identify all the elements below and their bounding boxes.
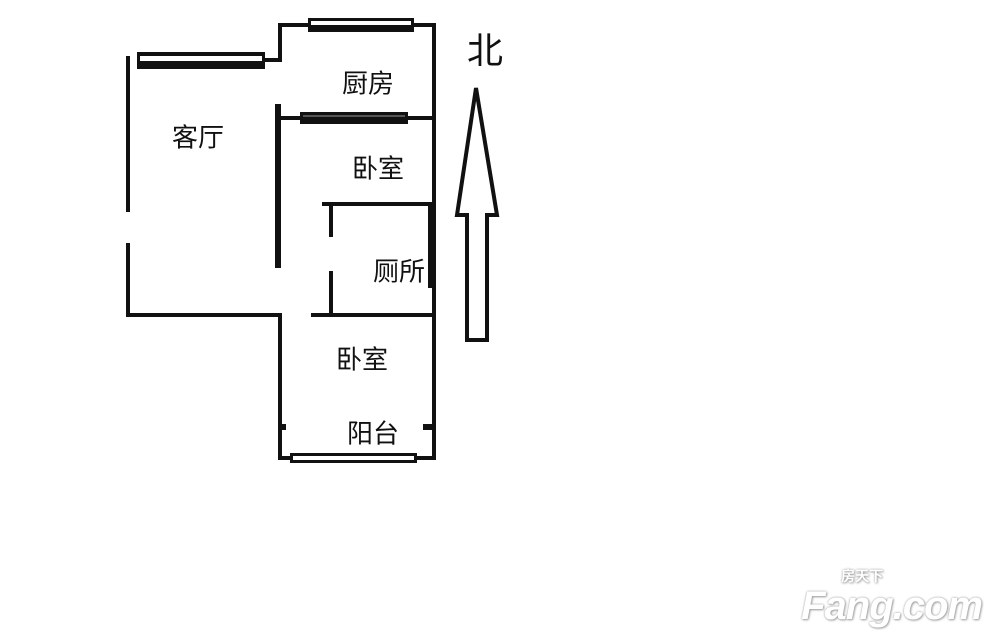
room-label-bedroom-south: 卧室 — [335, 345, 389, 376]
watermark-brand-cn: 房天下 — [841, 569, 884, 585]
room-label-kitchen: 厨房 — [341, 69, 395, 100]
room-label-balcony: 阳台 — [346, 419, 400, 450]
watermark-brand: Fang.com — [801, 584, 983, 628]
balcony-mark-left — [280, 424, 286, 430]
balcony-mark-right — [423, 424, 434, 430]
room-label-living-room: 客厅 — [171, 123, 225, 154]
window-kitchen-bedroom — [300, 112, 408, 124]
wall-living-top-connector — [263, 23, 282, 62]
north-arrow-icon — [454, 87, 500, 342]
window-living — [137, 52, 265, 69]
window-kitchen — [308, 18, 414, 32]
fang-watermark-logo: 房天下 Fang.com — [801, 569, 983, 628]
room-label-bedroom-north: 卧室 — [351, 154, 405, 185]
wall-thick-center — [275, 104, 281, 268]
window-balcony — [290, 453, 417, 463]
compass-north-label: 北 — [466, 31, 504, 72]
wall-thick-bath-right — [428, 204, 434, 288]
room-label-toilet: 厕所 — [372, 257, 426, 288]
